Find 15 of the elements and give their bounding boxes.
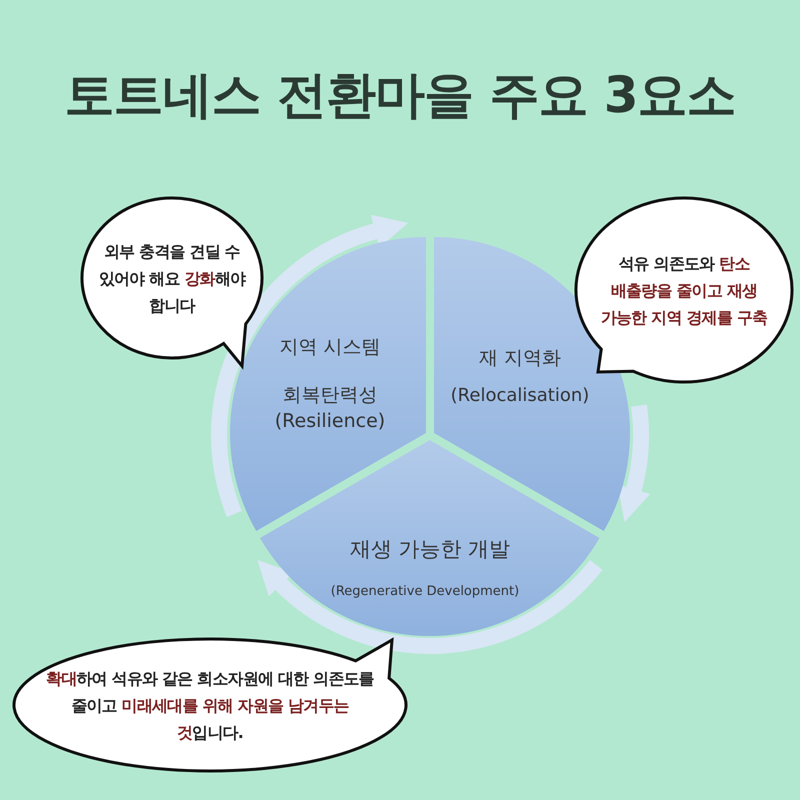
sector-label: 재생 가능한 개발 bbox=[348, 536, 512, 564]
title: 토트네스 전환마을 주요 3요소 bbox=[63, 65, 736, 126]
sector-label: (Regenerative Development) bbox=[330, 582, 520, 601]
sector-label: (Relocalisation) bbox=[450, 384, 590, 408]
cycle-arrow bbox=[256, 560, 602, 654]
cycle-arrow bbox=[617, 404, 650, 522]
speech-bubble bbox=[11, 636, 409, 774]
cycle-arrow bbox=[211, 215, 408, 517]
sector-label: 지역 시스템 bbox=[278, 334, 382, 360]
speech-bubble bbox=[573, 195, 795, 385]
speech-text: 석유 의존도와 탄소 배출량을 줄이고 재생 가능한 지역 경제를 구축 bbox=[600, 252, 768, 328]
sector bbox=[260, 440, 600, 636]
sector-label: 재 지역화 bbox=[478, 346, 562, 371]
speech-text: 확대하여 석유와 같은 희소자원에 대한 의존도를 줄이고 미래세대를 위해 자원을 남겨두는 것입니다. bbox=[45, 668, 375, 744]
sector-label: 회복탄력성 (Resilience) bbox=[274, 382, 386, 434]
